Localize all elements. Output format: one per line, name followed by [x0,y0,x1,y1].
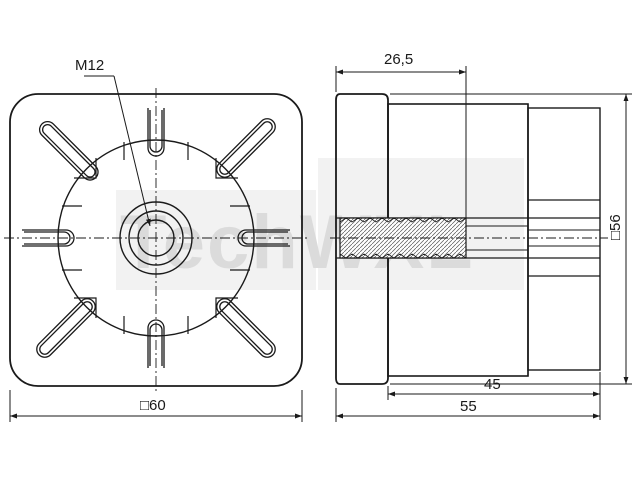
width-front-label: □60 [140,397,166,414]
cap-depth-label: 26,5 [384,51,413,68]
height-side-label: □56 [607,214,624,240]
ribs [62,142,250,334]
center-lines [4,88,308,392]
dimension-cap-depth: 26,5 [335,51,467,218]
dimension-body-length: 45 [387,372,601,420]
thread-callout: M12 [75,57,151,227]
thread-label: M12 [75,57,104,74]
tail [527,107,601,371]
dimension-total-length: 55 [335,388,600,422]
dimension-height-side: □56 [390,93,632,385]
dimension-width-front: □60 [9,390,303,422]
total-length-label: 55 [460,398,477,415]
front-view [4,88,308,392]
thread-teeth [339,217,467,259]
diagonal-slots [36,118,276,358]
cap-flange [335,93,389,385]
